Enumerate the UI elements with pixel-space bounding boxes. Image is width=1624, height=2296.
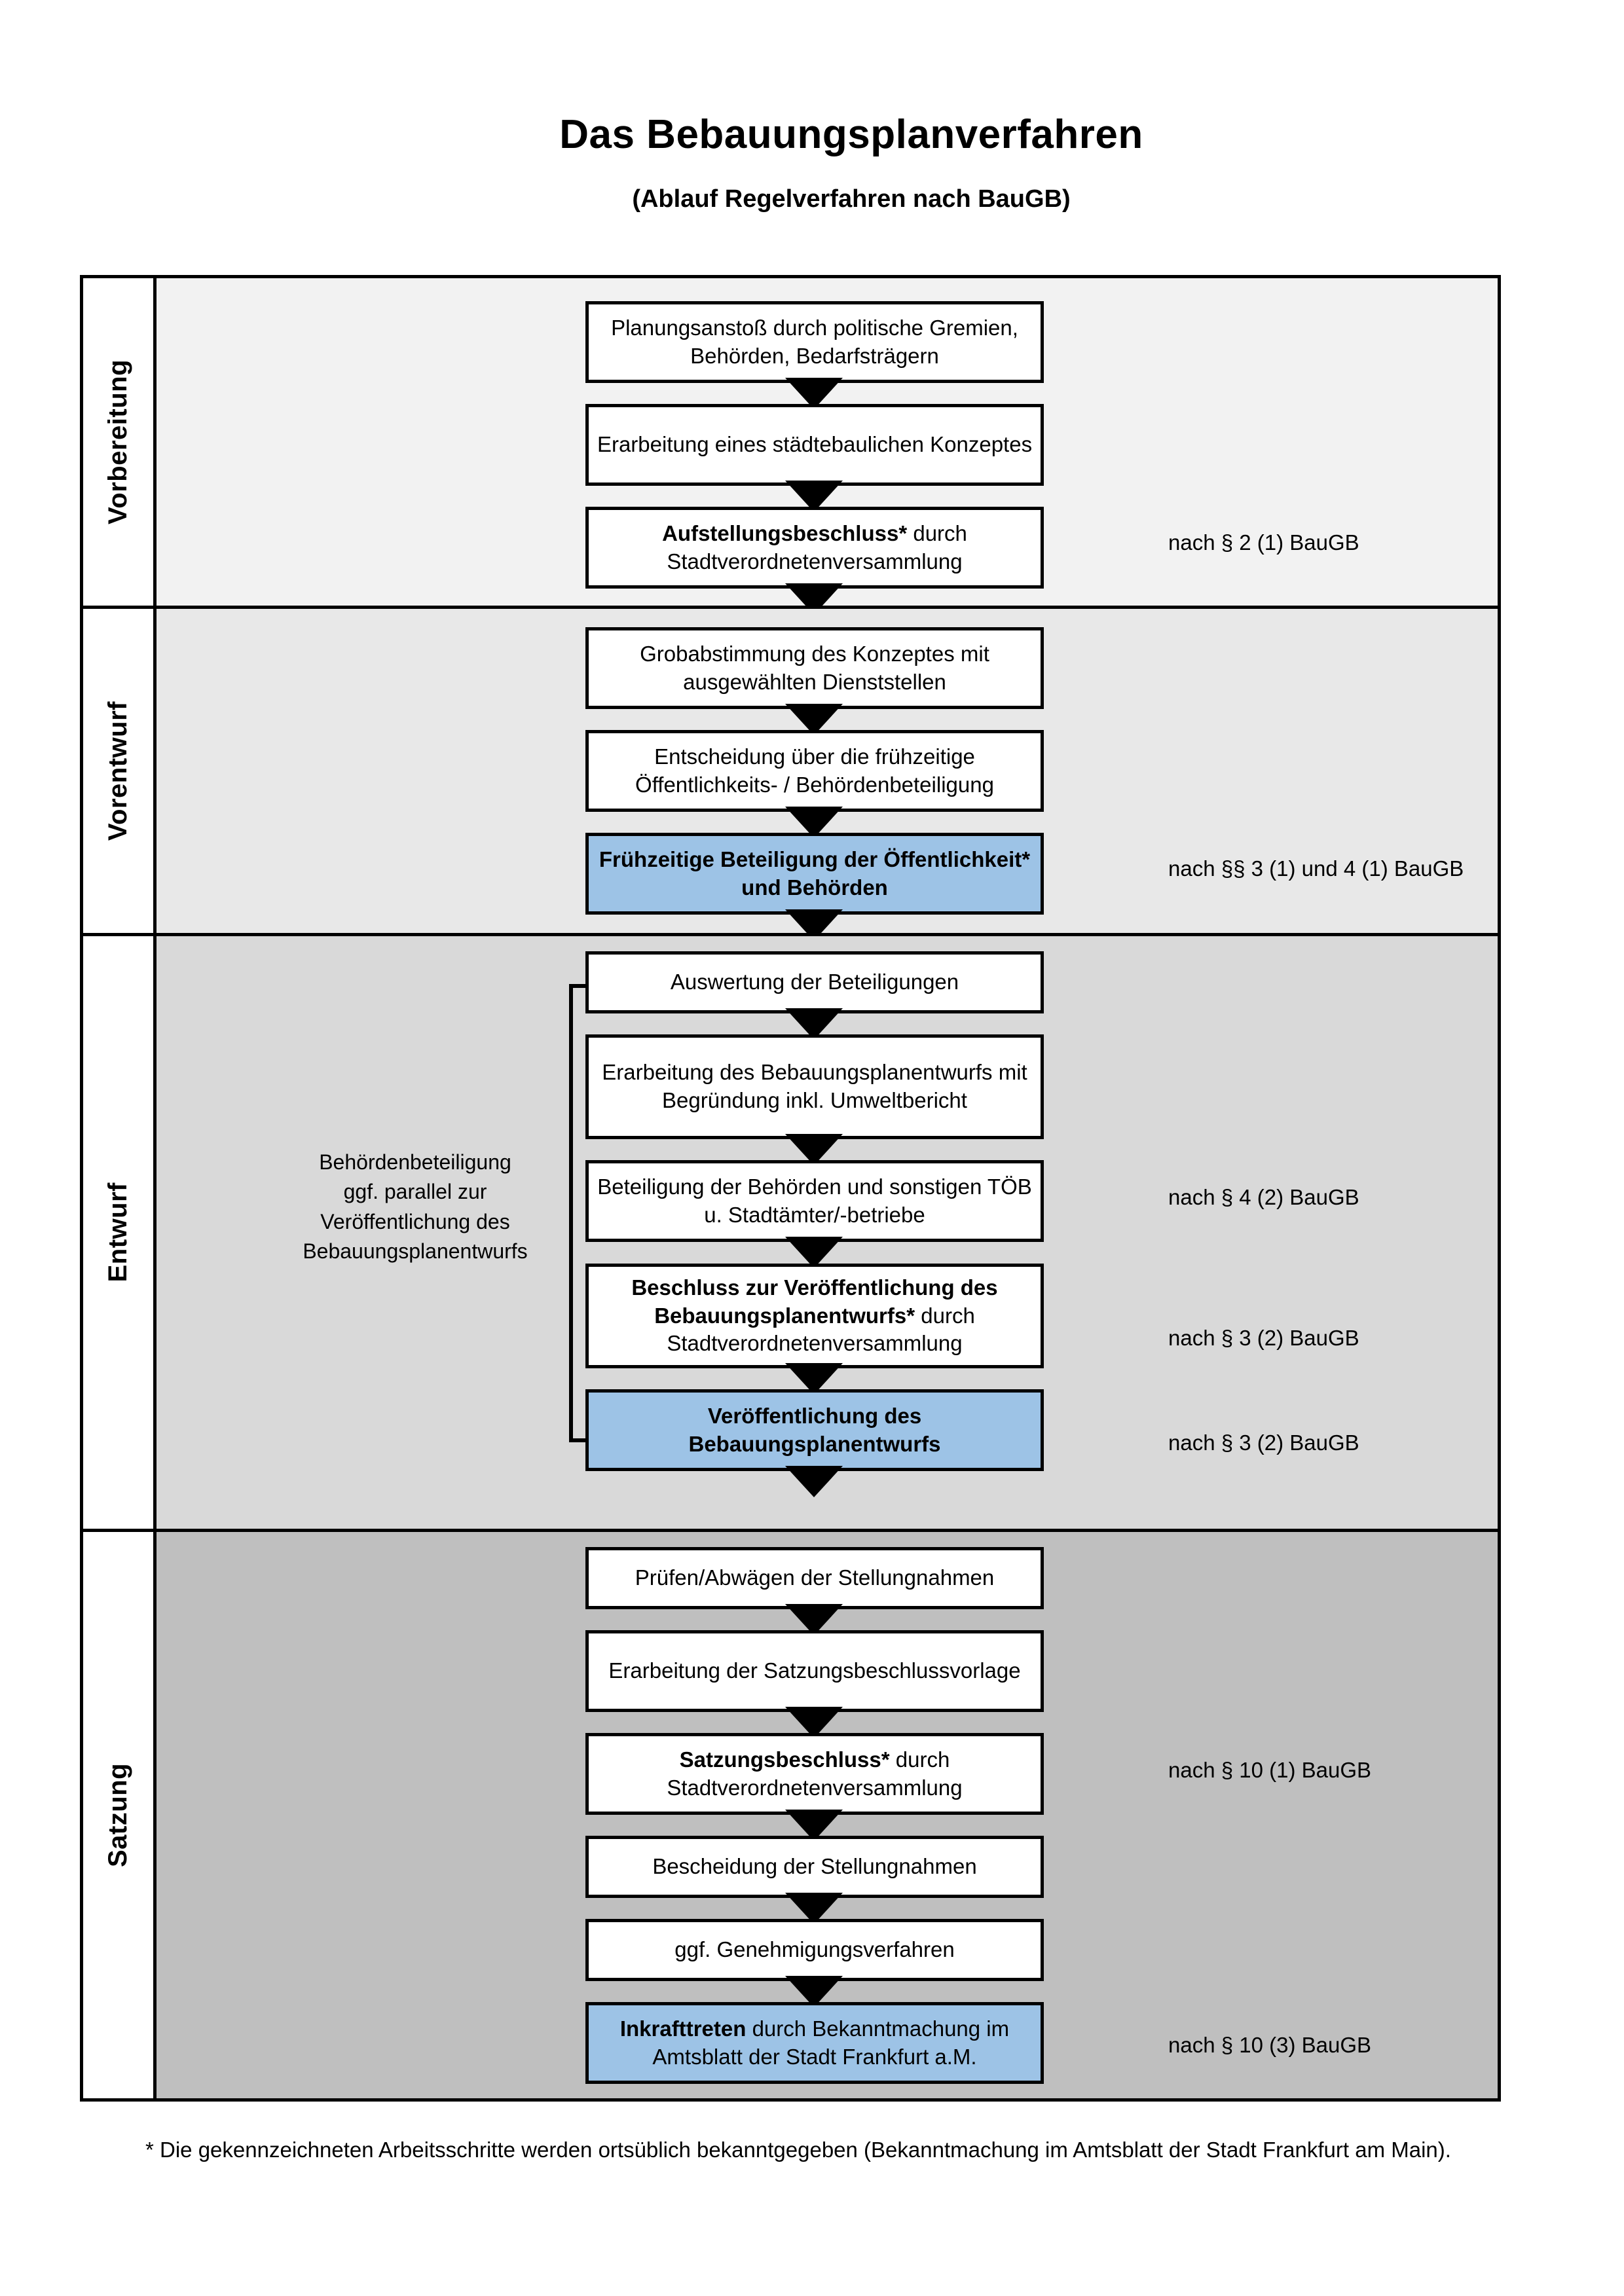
law-reference: nach § 3 (2) BauGB [1168, 1326, 1359, 1350]
phase-label-cell-entwurf: Entwurf [83, 936, 157, 1529]
step-text-rest: durch Stadtverordnetenversammlung [667, 1303, 975, 1356]
connector-arrow [785, 909, 843, 941]
step-text: Prüfen/Abwägen der Stellungnahmen [635, 1565, 995, 1590]
step-text: Entscheidung über die frühzeitige Öffent… [635, 744, 994, 797]
step-text: Aufstellungsbeschluss* durch Stadtverord… [595, 520, 1034, 576]
step-box-aufstellungsbeschluss[interactable]: Aufstellungsbeschluss* durch Stadtverord… [585, 507, 1044, 589]
header-block: Das Bebauungsplanverfahren (Ablauf Regel… [0, 111, 1624, 213]
phase-band-satzung: Satzung Prüfen/Abwägen der Stellungnahme… [83, 1532, 1498, 2098]
phase-body-vorbereitung: Planungsanstoß durch politische Gremien,… [157, 278, 1498, 615]
page-title: Das Bebauungsplanverfahren [559, 112, 1143, 157]
law-reference: nach § 4 (2) BauGB [1168, 1185, 1359, 1209]
step-text: Grobabstimmung des Konzeptes mit ausgewä… [640, 641, 989, 694]
step-box-inkrafttreten[interactable]: Inkrafttreten durch Bekanntmachung im Am… [585, 2002, 1044, 2084]
step-text: Beschluss zur Veröffentlichung des Bebau… [595, 1274, 1034, 1358]
law-reference: nach § 3 (2) BauGB [1168, 1430, 1359, 1455]
phase-band-vorbereitung: Vorbereitung Planungsanstoß durch politi… [83, 278, 1498, 615]
phase-body-vorentwurf: Grobabstimmung des Konzeptes mit ausgewä… [157, 609, 1498, 941]
step-box-beteiligung-behoerden-toeb[interactable]: Beteiligung der Behörden und sonstigen T… [585, 1160, 1044, 1242]
step-box-beschluss-veroeffentlichung[interactable]: Beschluss zur Veröffentlichung des Bebau… [585, 1264, 1044, 1368]
step-box-auswertung-beteiligungen[interactable]: Auswertung der Beteiligungen [585, 951, 1044, 1013]
page-subtitle: (Ablauf Regelverfahren nach BauGB) [632, 185, 1071, 213]
phase-label-entwurf: Entwurf [103, 1182, 132, 1283]
step-text: Auswertung der Beteiligungen [670, 970, 959, 994]
law-reference: nach § 10 (1) BauGB [1168, 1758, 1372, 1782]
phase-body-satzung: Prüfen/Abwägen der Stellungnahmen Erarbe… [157, 1532, 1498, 2098]
step-text-bold: Inkrafttreten [619, 2016, 747, 2041]
connector-arrow [785, 1237, 843, 1268]
step-box-satzungsbeschluss[interactable]: Satzungsbeschluss* durch Stadtverordnete… [585, 1733, 1044, 1815]
phase-band-vorentwurf: Vorentwurf Grobabstimmung des Konzeptes … [83, 609, 1498, 941]
phase-band-entwurf: Entwurf Behördenbeteiligung ggf. paralle… [83, 936, 1498, 1532]
step-box-planungsanstoss[interactable]: Planungsanstoß durch politische Gremien,… [585, 301, 1044, 383]
step-box-entscheidung-fruehzeitige-beteiligung[interactable]: Entscheidung über die frühzeitige Öffent… [585, 730, 1044, 812]
phase-label-cell-satzung: Satzung [83, 1532, 157, 2098]
phase-label-cell-vorbereitung: Vorbereitung [83, 278, 157, 606]
step-text-rest: durch Stadtverordnetenversammlung [667, 1747, 963, 1800]
step-box-veroeffentlichung-entwurf[interactable]: Veröffentlichung des Bebauungsplanentwur… [585, 1389, 1044, 1471]
phase-body-entwurf: Behördenbeteiligung ggf. parallel zur Ve… [157, 936, 1498, 1529]
phase-label-vorbereitung: Vorbereitung [103, 359, 132, 524]
step-text-bold: Frühzeitige Beteiligung der Öffentlichke… [599, 847, 1031, 900]
law-reference: nach §§ 3 (1) und 4 (1) BauGB [1168, 856, 1464, 881]
step-box-fruehzeitige-beteiligung[interactable]: Frühzeitige Beteiligung der Öffentlichke… [585, 833, 1044, 915]
flowchart-frame: Vorbereitung Planungsanstoß durch politi… [80, 275, 1501, 2102]
step-text-bold: Beschluss zur Veröffentlichung des Bebau… [631, 1275, 998, 1328]
step-text: Planungsanstoß durch politische Gremien,… [611, 315, 1018, 368]
step-box-erarbeitung-bebauungsplanentwurf[interactable]: Erarbeitung des Bebauungsplanentwurfs mi… [585, 1034, 1044, 1139]
step-box-grobabstimmung[interactable]: Grobabstimmung des Konzeptes mit ausgewä… [585, 627, 1044, 709]
step-box-genehmigungsverfahren[interactable]: ggf. Genehmigungsverfahren [585, 1919, 1044, 1981]
step-text: Erarbeitung der Satzungsbeschlussvorlage [608, 1658, 1021, 1683]
phase-label-cell-vorentwurf: Vorentwurf [83, 609, 157, 933]
step-text-bold: Veröffentlichung des Bebauungsplanentwur… [688, 1403, 941, 1456]
step-text-bold: Aufstellungsbeschluss* [662, 520, 908, 545]
step-text-rest: durch Bekanntmachung im Amtsblatt der St… [652, 2016, 1010, 2069]
step-text: Bescheidung der Stellungnahmen [652, 1854, 977, 1879]
phase-label-vorentwurf: Vorentwurf [103, 701, 132, 841]
step-box-erarbeitung-satzungsvorlage[interactable]: Erarbeitung der Satzungsbeschlussvorlage [585, 1630, 1044, 1712]
footnote-text: * Die gekennzeichneten Arbeitsschritte w… [145, 2138, 1451, 2162]
step-text: Beteiligung der Behörden und sonstigen T… [597, 1174, 1032, 1227]
step-text-rest: durch Stadtverordnetenversammlung [667, 520, 967, 574]
step-text: Satzungsbeschluss* durch Stadtverordnete… [595, 1746, 1034, 1802]
step-text: ggf. Genehmigungsverfahren [674, 1937, 955, 1962]
step-text: Inkrafttreten durch Bekanntmachung im Am… [595, 2015, 1034, 2071]
step-box-bescheidung-stellungnahmen[interactable]: Bescheidung der Stellungnahmen [585, 1836, 1044, 1898]
side-annotation-behoerdenbeteiligung: Behördenbeteiligung ggf. parallel zur Ve… [303, 1150, 528, 1264]
step-text-bold: Satzungsbeschluss* [679, 1747, 890, 1772]
step-box-pruefen-abwaegen[interactable]: Prüfen/Abwägen der Stellungnahmen [585, 1547, 1044, 1609]
step-text: Erarbeitung eines städtebaulichen Konzep… [597, 432, 1033, 457]
connector-arrow [785, 1466, 843, 1497]
step-box-staedtebauliches-konzept[interactable]: Erarbeitung eines städtebaulichen Konzep… [585, 404, 1044, 486]
law-reference: nach § 10 (3) BauGB [1168, 2033, 1372, 2057]
phase-label-satzung: Satzung [103, 1762, 132, 1868]
law-reference: nach § 2 (1) BauGB [1168, 530, 1359, 555]
step-text: Erarbeitung des Bebauungsplanentwurfs mi… [602, 1060, 1027, 1112]
